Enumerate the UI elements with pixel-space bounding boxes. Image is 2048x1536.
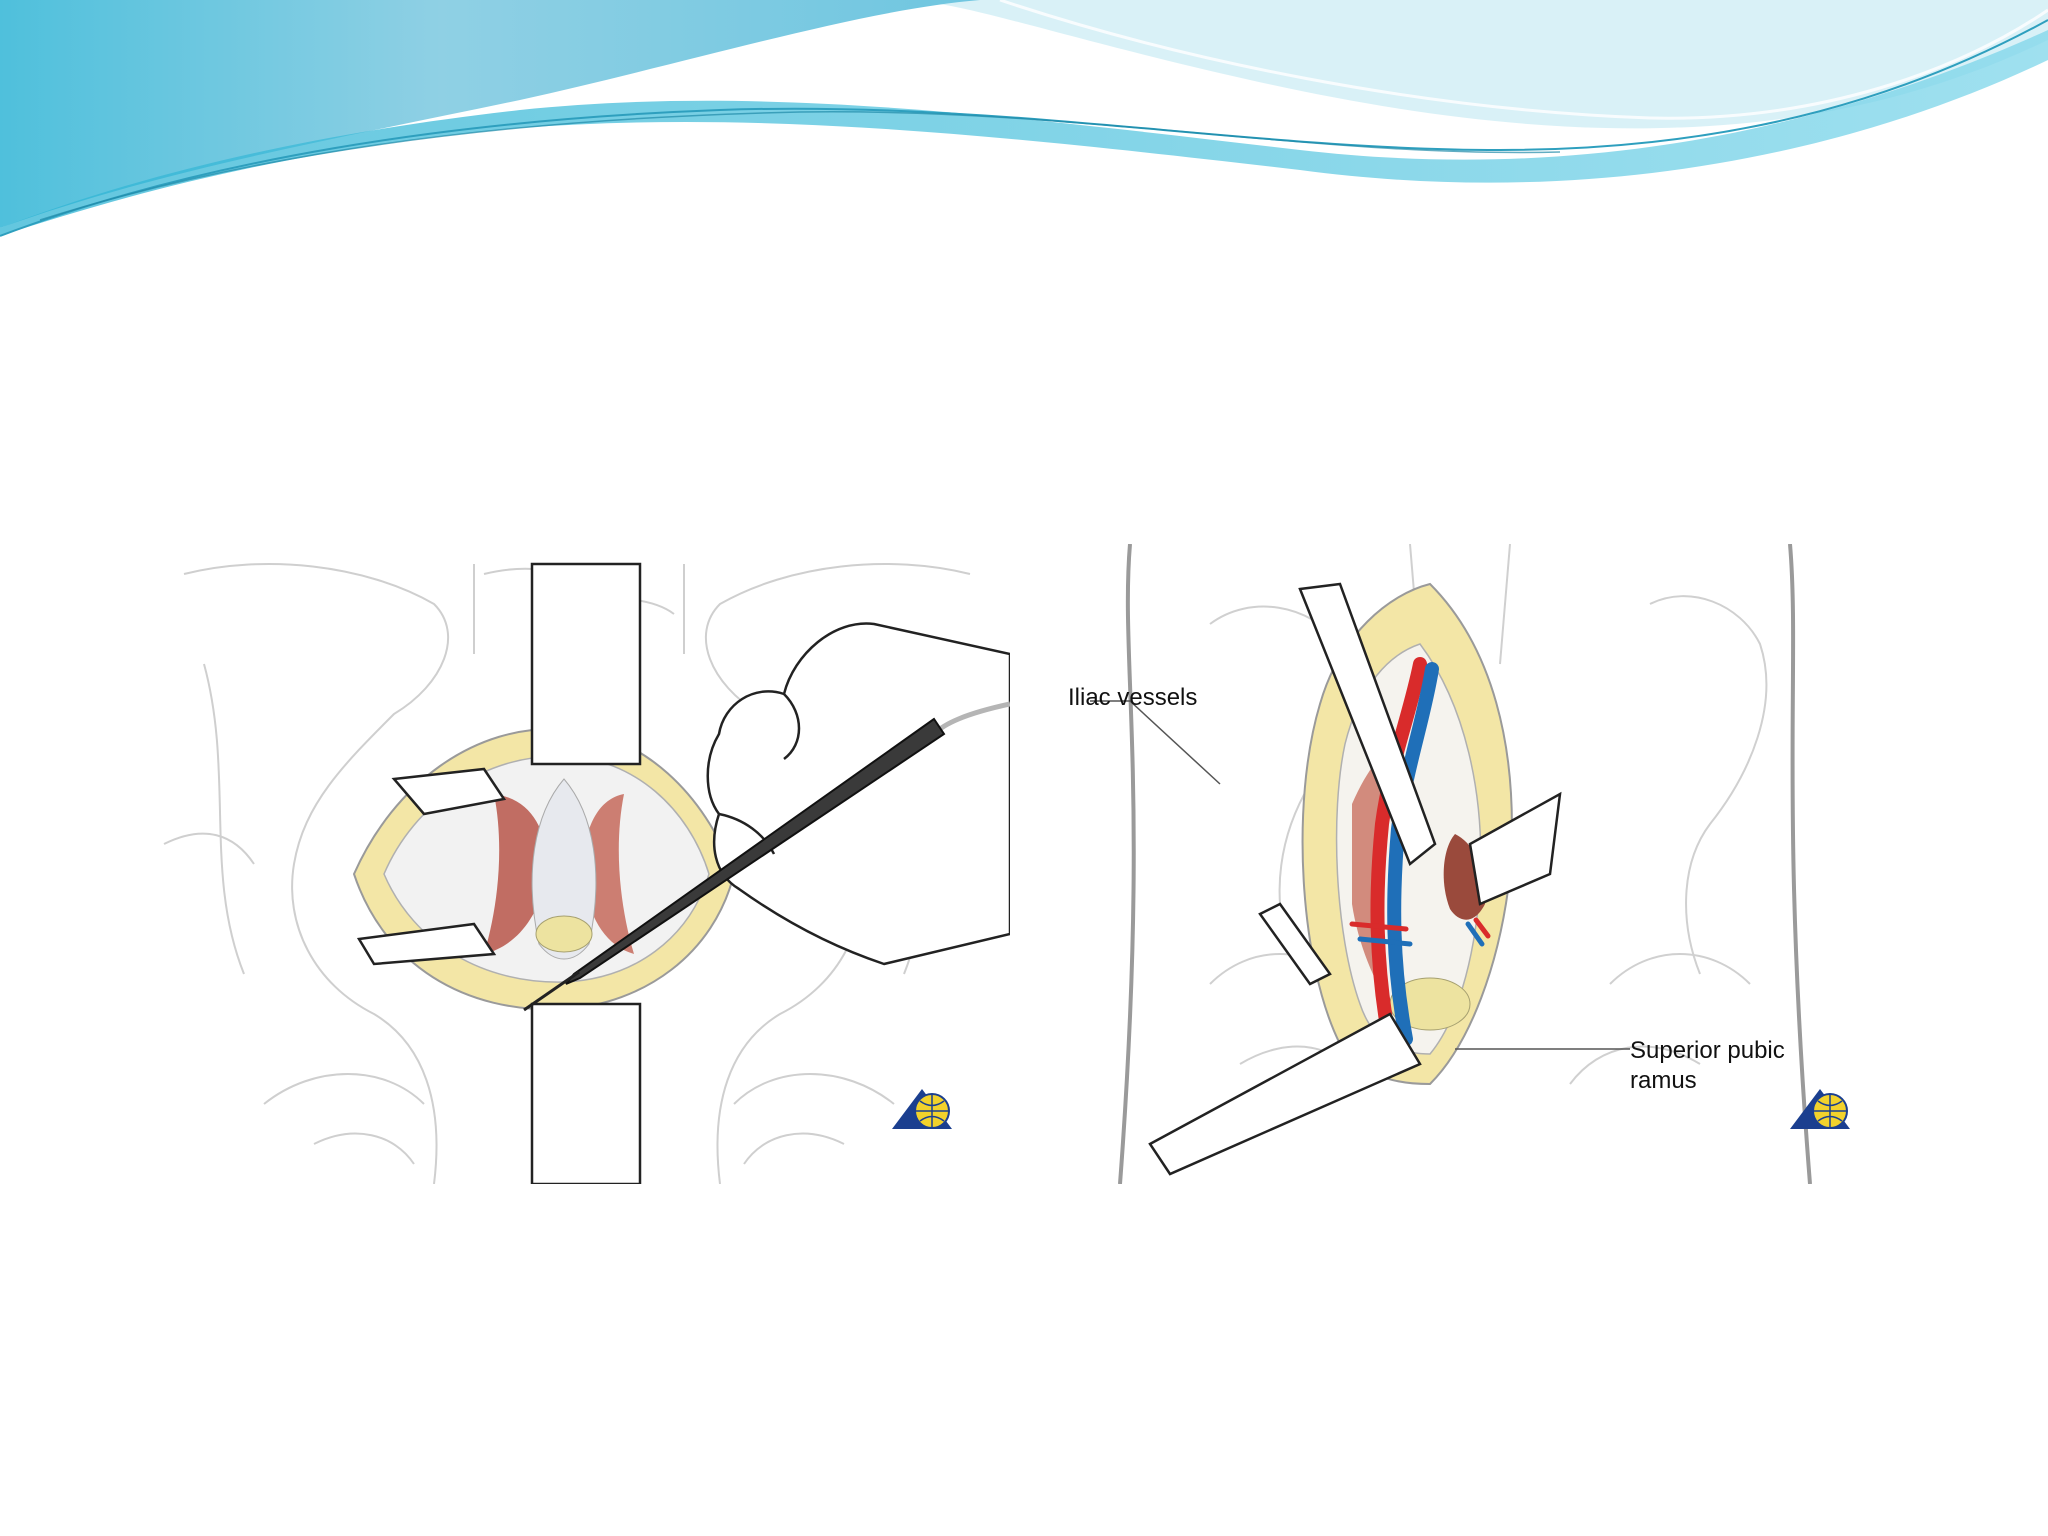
surgical-illustration-right (1090, 544, 1904, 1184)
retractor-left (356, 767, 507, 966)
retractor-top (1148, 582, 1562, 1176)
label-superior-pubic: Superior pubic (1630, 1037, 1785, 1064)
retractor-vertical (530, 562, 642, 1184)
logo-icon (1790, 1089, 1850, 1129)
label-leader-lines (1090, 700, 1630, 1050)
gloved-hand-icon (706, 622, 1010, 966)
wave-header-decoration (0, 0, 2048, 237)
label-iliac-vessels: Iliac vessels (1068, 684, 1198, 711)
electrocautery-pen-icon (523, 701, 1010, 1012)
surgical-illustration-left (144, 544, 1010, 1184)
logo-icon (892, 1089, 952, 1129)
label-ramus: ramus (1630, 1067, 1697, 1094)
body-outline (1118, 544, 1812, 1184)
